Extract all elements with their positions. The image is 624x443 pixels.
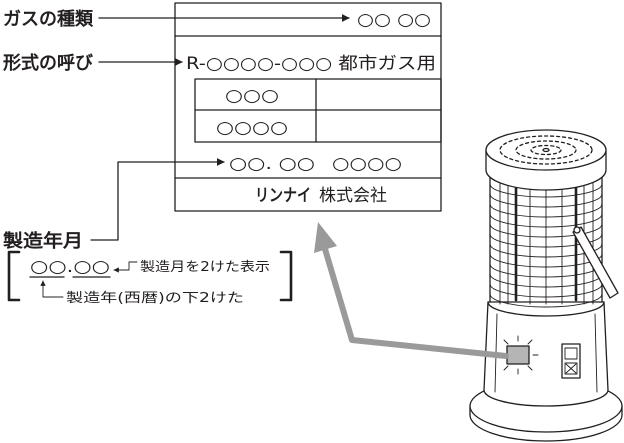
highlight-ray (503, 365, 509, 371)
heater-cage (489, 169, 603, 308)
company-suffix: 株式会社 (319, 186, 387, 206)
heater-body-rim (487, 301, 605, 317)
right-bracket (279, 250, 293, 302)
year-note: 製造年(西暦)の下2けた (66, 291, 244, 306)
highlight-ray (527, 365, 533, 371)
callout-gas-type-label: ガスの種類 (3, 8, 94, 30)
heater-body (483, 301, 609, 407)
month-note-arrow (113, 261, 138, 273)
callout-model-name-label: 形式の呼び (3, 52, 94, 74)
rating-label: ○○ ○○ R-○○○○-○○○ 都市ガス用 ○○○ ○○○○ ○○. ○○ ○… (174, 2, 442, 212)
gas-heater-icon (469, 129, 623, 442)
model-value: R-○○○○-○○○ 都市ガス用 (186, 54, 436, 74)
month-note: 製造月を2けた表示 (140, 260, 270, 275)
top-grille-center (542, 147, 550, 153)
manufacture-date-value: ○○. ○○ (229, 154, 315, 174)
pointer-arrow-shaft (322, 246, 509, 359)
pointer-arrow (314, 222, 509, 359)
cage-ring (489, 293, 603, 308)
spec-table-cell: ○○○○ (216, 118, 288, 138)
control-panel (561, 343, 581, 379)
callout-manufacture-date: 製造年月 (2, 158, 225, 252)
left-bracket (7, 250, 21, 302)
control-knob-window (564, 362, 578, 375)
callout-gas-type: ガスの種類 (3, 8, 350, 30)
callout-manufacture-date-arrow (90, 158, 225, 241)
highlight-ray (503, 339, 509, 345)
date-format-example: ○○.○○ (30, 257, 110, 277)
carry-handle (572, 226, 619, 299)
pointer-arrow-head (314, 222, 337, 253)
top-grille-ring (515, 140, 577, 160)
rating-label-frame (174, 2, 442, 212)
heater-body-edge (594, 313, 598, 393)
gas-type-value: ○○ ○○ (357, 10, 431, 30)
handle-pivot (573, 226, 581, 234)
year-note-arrow (40, 280, 64, 298)
spec-table-cell: ○○○ (225, 86, 279, 106)
top-grille-ring (530, 144, 562, 156)
highlight-ray (527, 339, 533, 345)
callout-manufacture-date-label: 製造年月 (2, 230, 83, 252)
date-format-explanation: ○○.○○ 製造月を2けた表示 製造年(西暦)の下2けた (7, 250, 293, 306)
brand-logo-text: リンナイ (255, 186, 311, 206)
rating-label-spot (506, 345, 530, 365)
serial-value: ○○○○ (332, 154, 402, 174)
top-grille-ring (499, 135, 593, 165)
control-knob-mark (565, 363, 577, 374)
control-window (564, 347, 578, 360)
callout-model-name: 形式の呼び (3, 52, 183, 74)
